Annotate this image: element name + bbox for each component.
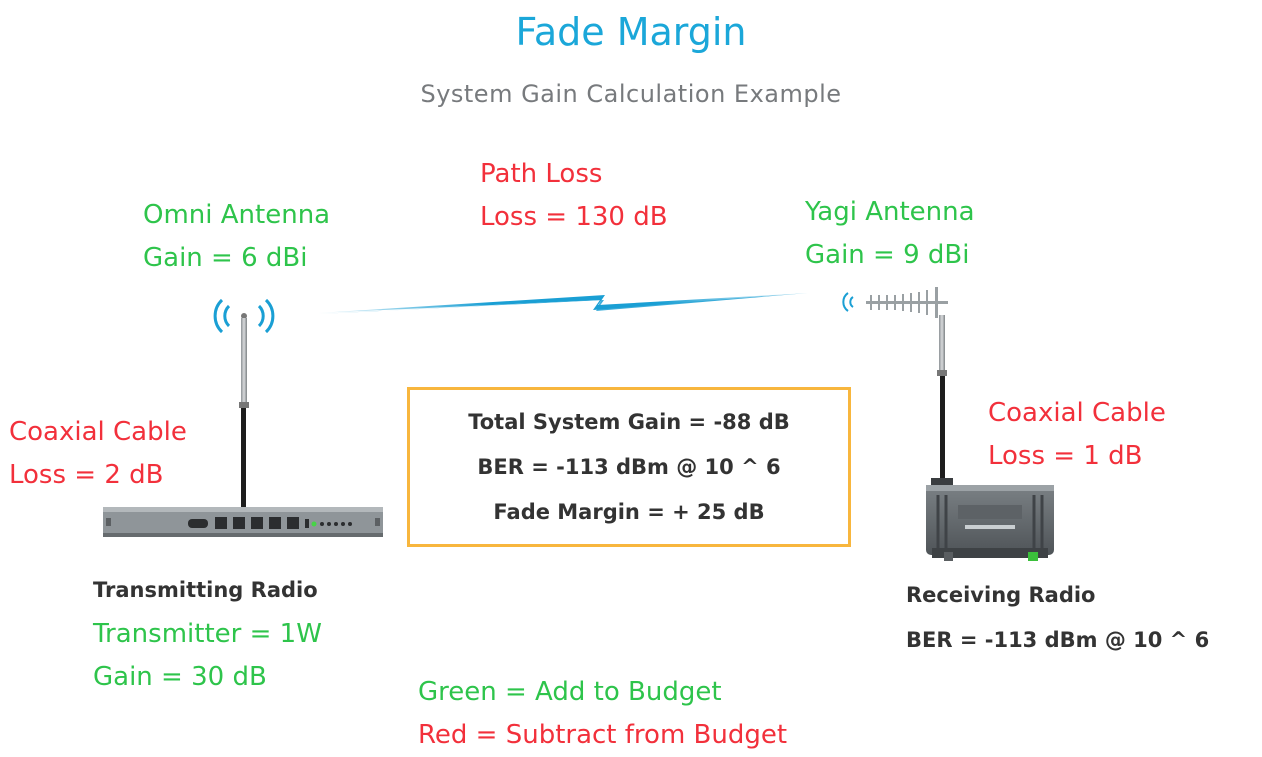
- yagi-antenna-name: Yagi Antenna: [805, 197, 975, 227]
- rx-cable-name: Coaxial Cable: [988, 398, 1166, 428]
- transmitting-radio-icon: [103, 507, 383, 537]
- page-subtitle: System Gain Calculation Example: [420, 80, 842, 108]
- legend-add: Green = Add to Budget: [418, 677, 722, 707]
- path-loss-name: Path Loss: [480, 159, 603, 189]
- ber-value: BER = -113 dBm @ 10 ^ 6: [477, 455, 781, 479]
- rx-radio-ber: BER = -113 dBm @ 10 ^ 6: [906, 628, 1210, 652]
- legend: Green = Add to Budget Red = Subtract fro…: [418, 671, 787, 757]
- tx-cable-loss: Loss = 2 dB: [9, 460, 164, 490]
- tx-cable-name: Coaxial Cable: [9, 417, 187, 447]
- signal-path: [318, 293, 808, 314]
- path-loss-value: Loss = 130 dB: [480, 202, 668, 232]
- summary-box: Total System Gain = -88 dB BER = -113 dB…: [407, 387, 851, 547]
- yagi-antenna-icon: [842, 287, 948, 482]
- tx-radio-gain: Gain = 30 dB: [93, 662, 267, 692]
- yagi-antenna-gain: Gain = 9 dBi: [805, 240, 970, 270]
- omni-antenna-label: Omni Antenna Gain = 6 dBi: [143, 194, 330, 280]
- fade-margin-value: Fade Margin = + 25 dB: [493, 500, 765, 524]
- receiving-radio-icon: [926, 478, 1054, 561]
- tx-radio-name: Transmitting Radio: [93, 578, 318, 602]
- tx-radio-power: Transmitter = 1W: [93, 619, 322, 649]
- legend-subtract: Red = Subtract from Budget: [418, 720, 788, 750]
- rx-cable-label: Coaxial Cable Loss = 1 dB: [988, 392, 1166, 478]
- yagi-antenna-label: Yagi Antenna Gain = 9 dBi: [805, 191, 975, 277]
- total-system-gain: Total System Gain = -88 dB: [468, 410, 790, 434]
- tx-radio-specs: Transmitter = 1W Gain = 30 dB: [93, 613, 322, 699]
- rx-cable-loss: Loss = 1 dB: [988, 441, 1143, 471]
- omni-antenna-gain: Gain = 6 dBi: [143, 243, 308, 273]
- rx-radio-name: Receiving Radio: [906, 583, 1096, 607]
- tx-cable-label: Coaxial Cable Loss = 2 dB: [9, 411, 187, 497]
- page-title: Fade Margin: [515, 10, 747, 54]
- omni-antenna-name: Omni Antenna: [143, 200, 331, 230]
- omni-antenna-icon: [213, 298, 275, 510]
- path-loss-label: Path Loss Loss = 130 dB: [480, 153, 668, 239]
